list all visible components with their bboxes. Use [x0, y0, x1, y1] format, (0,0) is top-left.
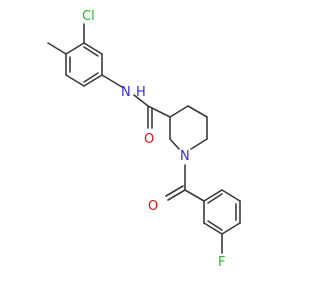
- amide-nitrogen-label: N: [121, 85, 131, 100]
- piperidine-ring: [169, 105, 208, 150]
- aryl-amide-bond: [101, 74, 123, 88]
- acyl-phenyl-bond: [184, 189, 205, 202]
- amide-hydrogen-label: H: [136, 85, 146, 100]
- acyl-co-bond-b: [165, 185, 184, 197]
- nh-carbonyl-bond: [133, 94, 149, 107]
- ring-nitrogen-label: N: [180, 149, 190, 164]
- acyl-co-bond-a: [167, 189, 186, 201]
- molecule-diagram: Cl N H O N O F: [47, 9, 241, 270]
- carbonyl-piperidine-bond: [147, 105, 171, 118]
- structure-canvas: Cl N H O N O F: [47, 9, 241, 270]
- chlorotoluene-ring: [65, 42, 103, 87]
- chlorine-label: Cl: [82, 9, 95, 24]
- methyl-bond: [47, 42, 67, 55]
- carbonyl-oxygen-label: O: [148, 199, 158, 214]
- fluorophenyl-ring: [203, 189, 241, 235]
- fluorine-label: F: [218, 255, 225, 270]
- amide-oxygen-label: O: [144, 132, 154, 147]
